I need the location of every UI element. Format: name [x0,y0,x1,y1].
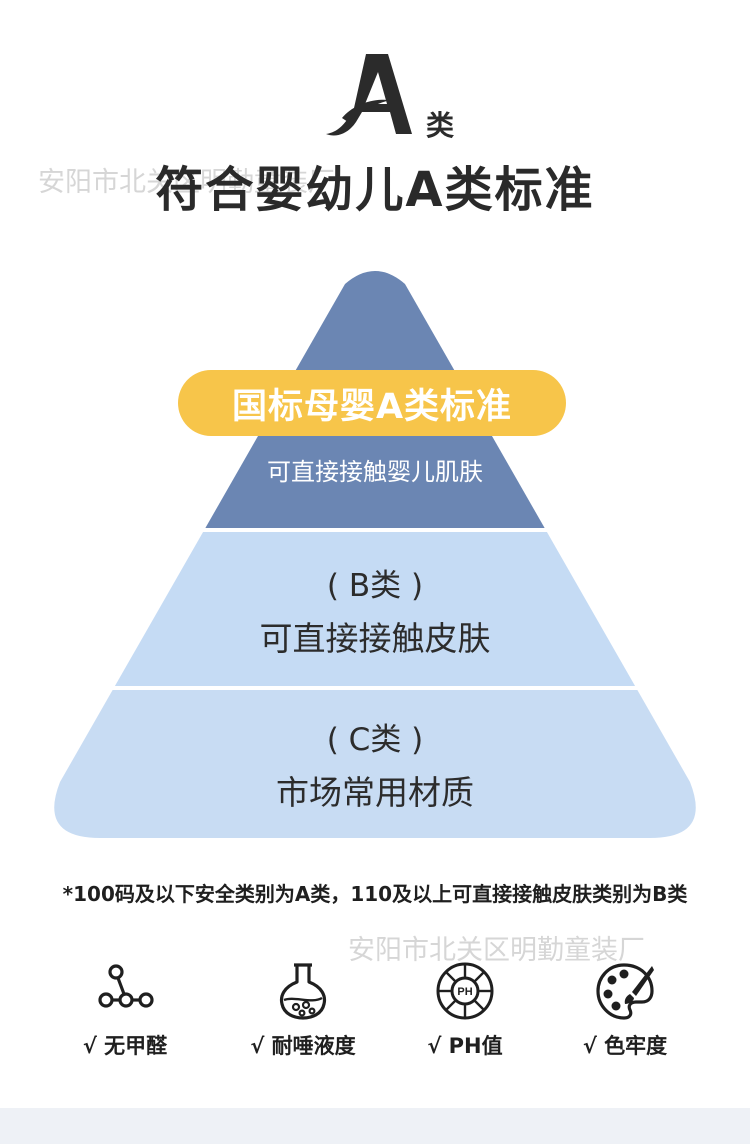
watermark: 安阳市北关区明勤童装厂 [348,935,645,966]
footer-band [0,1108,750,1144]
tier-c-subtitle: 市场常用材质 [276,773,474,812]
tier-a-subtitle: 可直接接触婴儿肌肤 [267,458,483,486]
tier-b-subtitle: 可直接接触皮肤 [259,619,491,658]
feature-ph: PH √ PH值 [390,960,540,1060]
feature-label: √ 色牢度 [582,1034,668,1058]
feature-colorfastness: √ 色牢度 [550,960,700,1060]
a-class-logo-icon [326,54,412,136]
ph-gauge-icon: PH [436,962,494,1020]
ph-gauge-text: PH [457,986,472,998]
palette-icon [596,963,654,1020]
feature-label: √ 无甲醛 [82,1034,168,1058]
tier-b-band [54,532,696,686]
brand-logo: 类 [318,48,468,142]
tier-c-band [54,690,696,838]
tier-b-class: ( B类 ) [326,568,424,604]
feature-formaldehyde: √ 无甲醛 [50,960,200,1060]
watermark: 安阳市北关区明勤童装厂 [38,167,335,198]
feature-label: √ 耐唾液度 [250,1034,356,1058]
tier-c-class: ( C类 ) [326,722,424,758]
feature-saliva: √ 耐唾液度 [228,960,378,1060]
feature-label: √ PH值 [427,1034,503,1058]
tier-a-badge: 国标母婴A类标准 [178,370,566,436]
page-title: 符合婴幼儿A类标准 [155,162,595,218]
logo-suffix: 类 [426,109,455,142]
size-class-note: *100码及以下安全类别为A类，110及以上可直接接触皮肤类别为B类 [62,882,688,906]
flask-icon [279,963,327,1020]
molecule-icon [98,964,154,1008]
